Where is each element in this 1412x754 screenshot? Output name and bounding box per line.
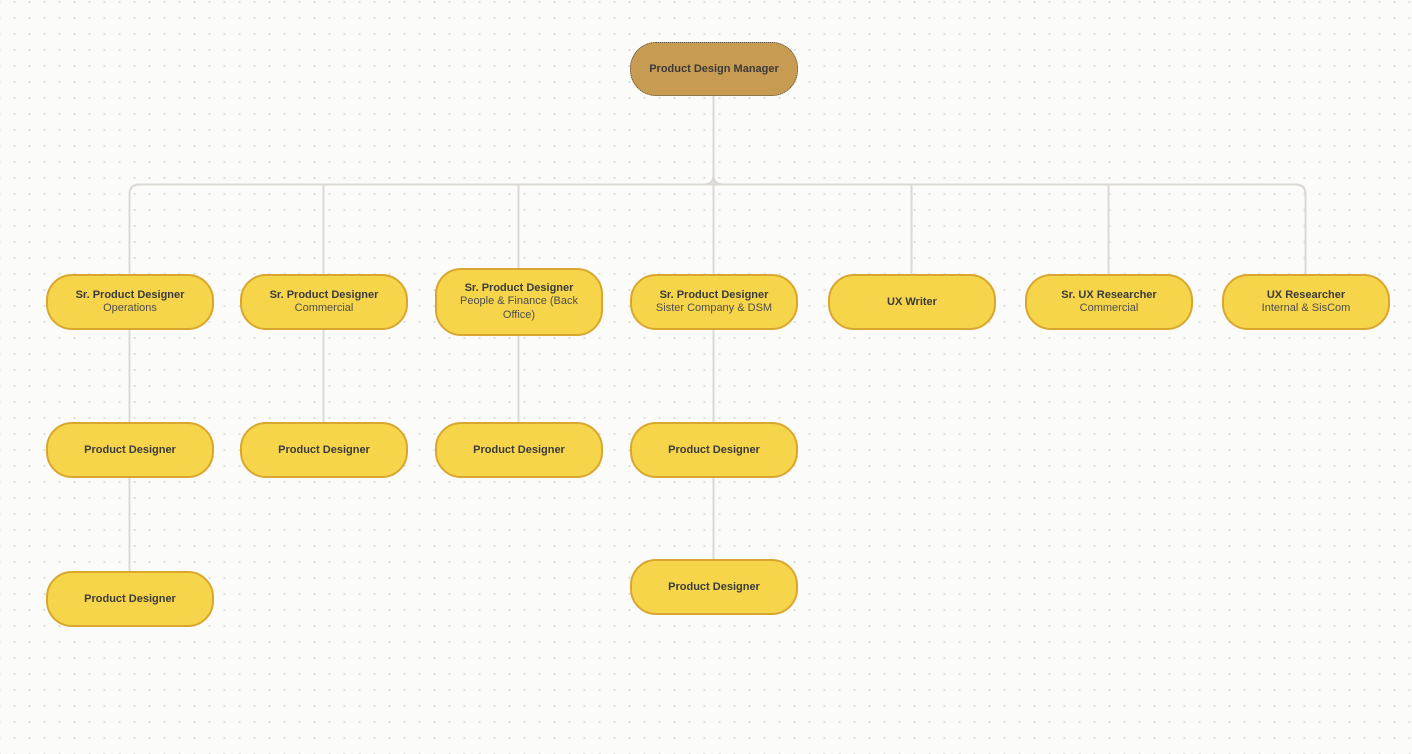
node-title: Product Designer [473, 443, 565, 456]
node-subtitle: Commercial [294, 302, 354, 315]
node-title: Product Designer [84, 592, 176, 605]
node-title: Sr. Product Designer [75, 288, 185, 301]
node-title: Product Designer [84, 443, 176, 456]
node-title: Product Designer [668, 443, 760, 456]
node-title: Sr. Product Designer [464, 282, 574, 295]
node-subtitle: Commercial [1079, 302, 1139, 315]
node-title: Sr. UX Researcher [1061, 288, 1157, 301]
org-node-product-design-manager[interactable]: Product Design Manager [630, 42, 798, 96]
org-node-sr-product-designer-sister-company-dsm[interactable]: Sr. Product Designer Sister Company & DS… [630, 274, 798, 330]
node-title: Sr. Product Designer [659, 288, 769, 301]
org-node-sr-ux-researcher-commercial[interactable]: Sr. UX Researcher Commercial [1025, 274, 1193, 330]
org-node-ux-writer[interactable]: UX Writer [828, 274, 996, 330]
node-title: Product Designer [278, 443, 370, 456]
node-subtitle: Sister Company & DSM [655, 302, 773, 315]
node-title: Product Design Manager [649, 62, 779, 75]
org-node-sr-product-designer-commercial[interactable]: Sr. Product Designer Commercial [240, 274, 408, 330]
node-title: Product Designer [668, 580, 760, 593]
node-subtitle: Internal & SisCom [1261, 302, 1351, 315]
org-node-product-designer-commercial-1[interactable]: Product Designer [240, 422, 408, 478]
org-node-sr-product-designer-operations[interactable]: Sr. Product Designer Operations [46, 274, 214, 330]
org-node-product-designer-sister-company-2[interactable]: Product Designer [630, 559, 798, 615]
node-subtitle: Operations [103, 302, 157, 315]
org-node-product-designer-people-finance-1[interactable]: Product Designer [435, 422, 603, 478]
org-node-product-designer-operations-1[interactable]: Product Designer [46, 422, 214, 478]
org-node-sr-product-designer-people-finance[interactable]: Sr. Product Designer People & Finance (B… [435, 268, 603, 336]
org-node-ux-researcher-internal-siscom[interactable]: UX Researcher Internal & SisCom [1222, 274, 1390, 330]
org-node-product-designer-operations-2[interactable]: Product Designer [46, 571, 214, 627]
node-title: UX Writer [887, 295, 937, 308]
org-node-product-designer-sister-company-1[interactable]: Product Designer [630, 422, 798, 478]
node-title: UX Researcher [1266, 288, 1346, 301]
node-title: Sr. Product Designer [269, 288, 379, 301]
node-subtitle: People & Finance (Back Office) [459, 295, 578, 322]
